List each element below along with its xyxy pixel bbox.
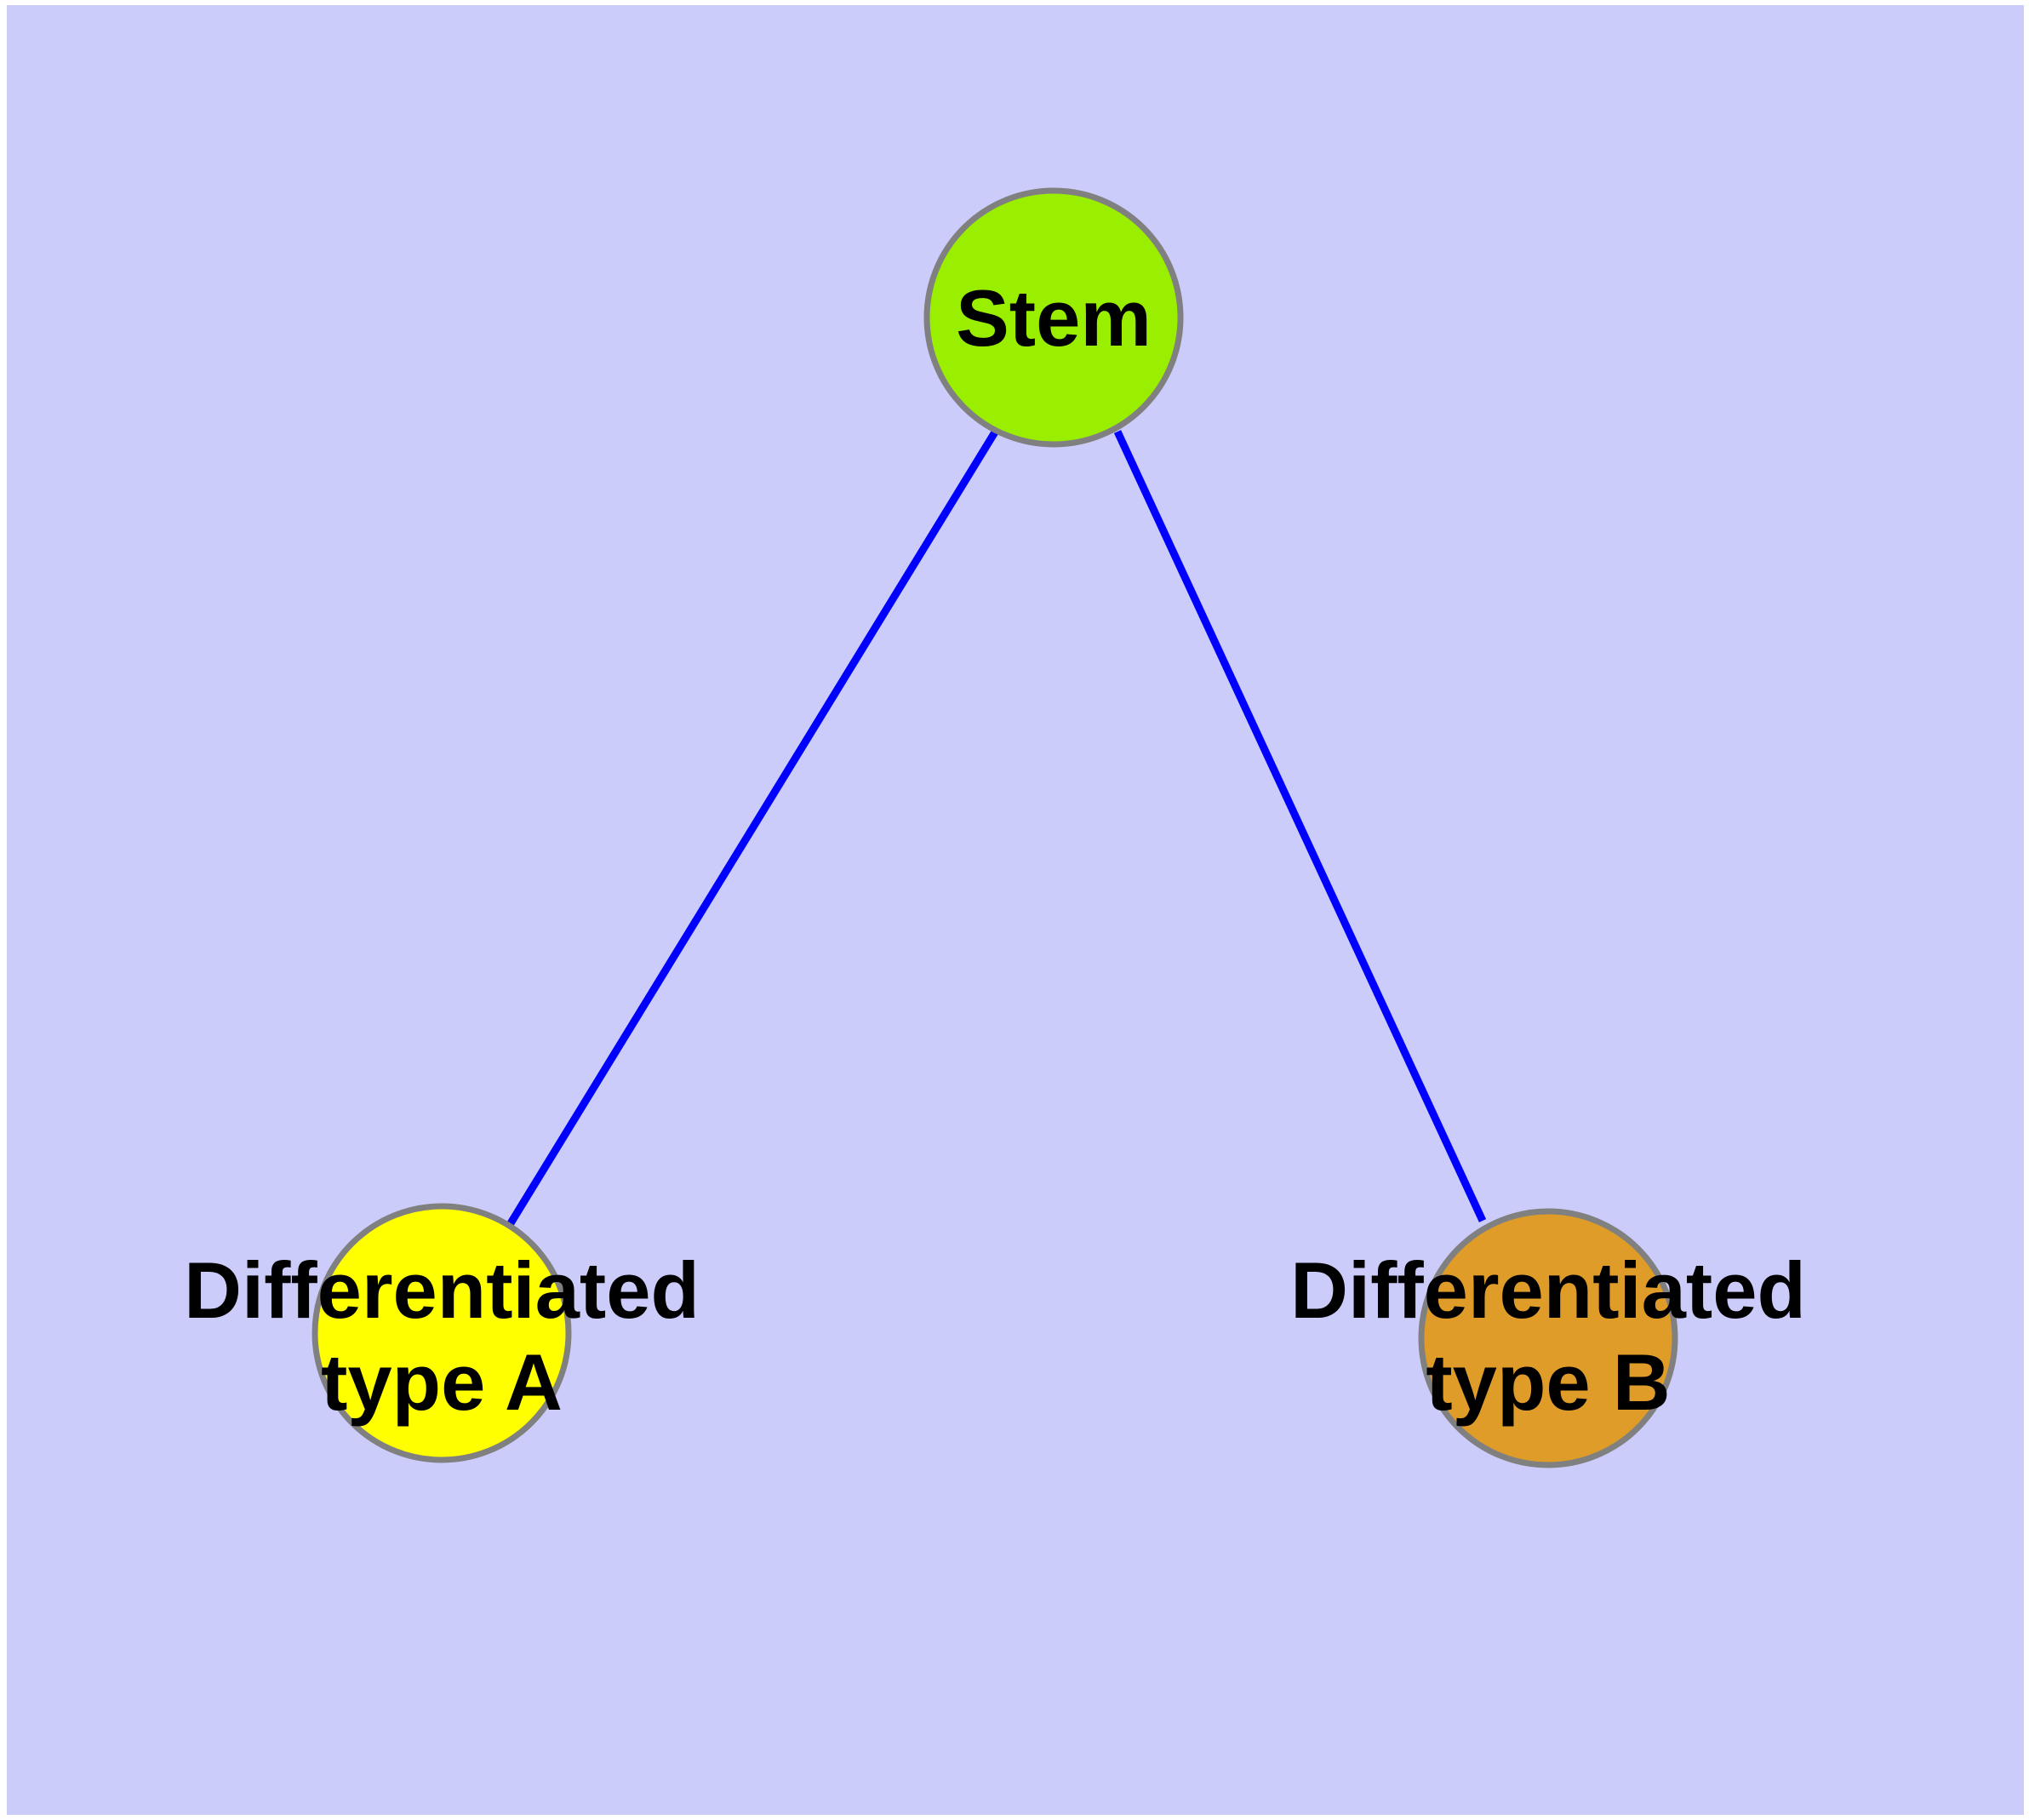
edge-layer [507, 428, 1487, 1226]
node-differentiated-type-a-circle[interactable] [311, 1203, 572, 1463]
node-differentiated-type-a-label-line2: type A [321, 1337, 563, 1427]
node-differentiated-type-b-label-line1: Differentiated [1290, 1245, 1806, 1335]
node-layer: Stem Differentiated type A Differentiate… [184, 187, 1806, 1468]
node-differentiated-type-a[interactable]: Differentiated type A [184, 1203, 700, 1463]
edge-stem-to-differentiated-type-b[interactable] [1113, 430, 1487, 1222]
node-differentiated-type-b-circle[interactable] [1418, 1208, 1678, 1468]
node-differentiated-type-a-label-line1: Differentiated [184, 1245, 700, 1335]
node-differentiated-type-b[interactable]: Differentiated type B [1290, 1208, 1806, 1468]
edge-stem-to-differentiated-type-a[interactable] [507, 428, 999, 1226]
node-stem-label: Stem [956, 273, 1152, 363]
node-differentiated-type-b-label-line2: type B [1426, 1337, 1670, 1427]
node-stem[interactable]: Stem [923, 187, 1184, 448]
node-stem-circle[interactable] [923, 187, 1184, 448]
